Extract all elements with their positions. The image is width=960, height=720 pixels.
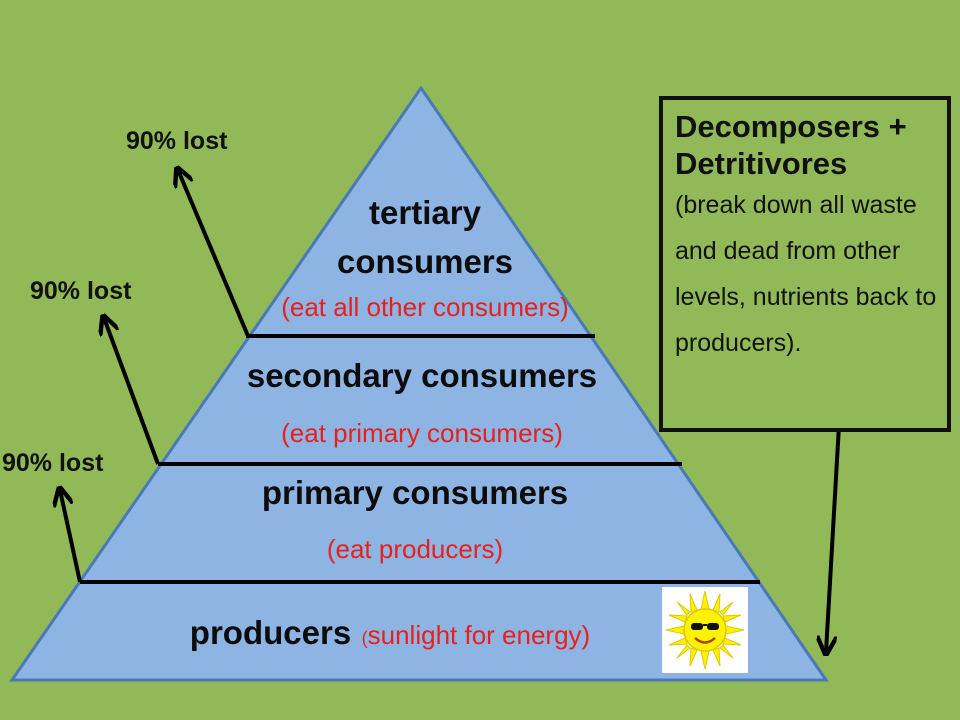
sun-with-sunglasses-icon [662, 587, 748, 673]
energy-loss-label-top: 90% lost [126, 127, 228, 155]
energy-loss-arrow-bottom [60, 490, 82, 583]
pyramid-body [9, 85, 829, 682]
tertiary-subtitle: (eat all other consumers) [281, 292, 569, 322]
energy-loss-arrow-middle [104, 318, 160, 465]
tertiary-title-line2: consumers [336, 243, 514, 280]
energy-loss-label-middle: 90% lost [30, 277, 132, 305]
decomposers-title: Decomposers + Detritivores [675, 109, 907, 181]
primary-subtitle: (eat producers) [326, 534, 504, 564]
decomposers-box: Decomposers + Detritivores (break down a… [659, 96, 951, 432]
producers-label: producers (sunlight for energy) [190, 614, 590, 652]
producers-title: producers [189, 614, 352, 651]
energy-loss-arrow-top [178, 170, 250, 337]
decomposer-return-arrow [826, 407, 842, 652]
primary-title: primary consumers [261, 474, 569, 511]
producers-subtitle-open: ( [361, 628, 368, 648]
energy-loss-label-bottom: 90% lost [2, 449, 104, 477]
secondary-subtitle: (eat primary consumers) [281, 418, 563, 448]
decomposers-description: (break down all waste and dead from othe… [675, 191, 937, 357]
producers-subtitle: sunlight for energy) [367, 620, 591, 650]
secondary-title: secondary consumers [246, 357, 598, 394]
tertiary-title-line1: tertiary [369, 194, 481, 231]
